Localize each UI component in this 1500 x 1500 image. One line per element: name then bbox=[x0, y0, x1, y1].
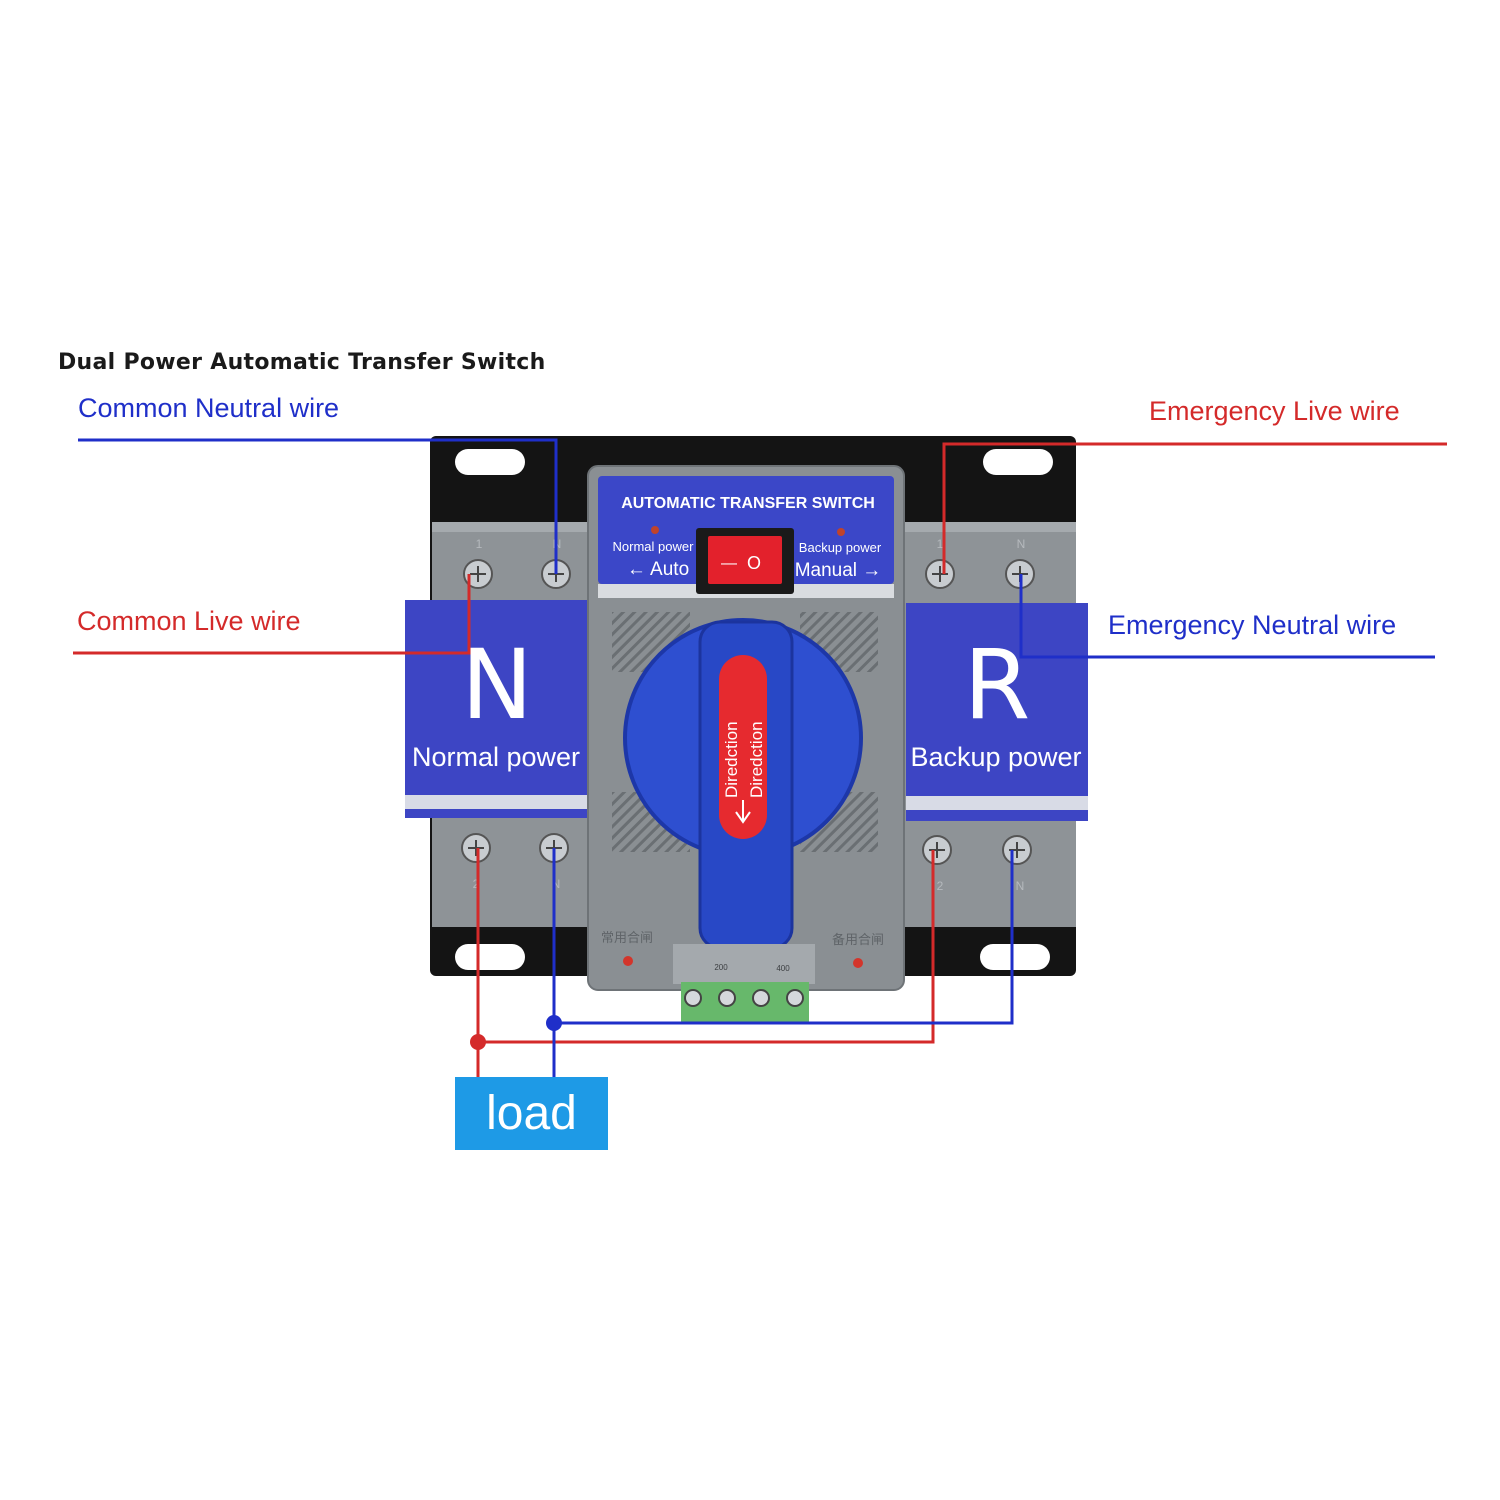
emergency-live-label: Emergency Live wire bbox=[1149, 396, 1400, 426]
terminal-label: N bbox=[552, 877, 561, 891]
common-neutral-label: Common Neutral wire bbox=[78, 393, 340, 423]
arrow-down-icon bbox=[735, 800, 751, 824]
auto-label: ← Auto bbox=[627, 559, 689, 580]
terminal-label: 2 bbox=[473, 877, 480, 891]
normal-power-text: Normal power bbox=[412, 742, 580, 772]
led-icon bbox=[623, 956, 633, 966]
normal-indicator-icon bbox=[651, 526, 659, 534]
handle-text-1: Diredction bbox=[722, 721, 741, 798]
led-icon bbox=[853, 958, 863, 968]
backup-indicator-icon bbox=[837, 528, 845, 536]
normal-letter: N bbox=[461, 629, 533, 741]
terminal-block-label: 400 bbox=[776, 964, 790, 973]
normal-power-module bbox=[405, 522, 590, 927]
terminal-label: N bbox=[1016, 879, 1025, 893]
wiring bbox=[73, 438, 1447, 1077]
load-box: load bbox=[455, 1077, 608, 1150]
rocker-off-label: O bbox=[747, 553, 761, 573]
chinese-label-left: 常用合闸 bbox=[601, 931, 653, 946]
center-housing bbox=[587, 465, 905, 1022]
backup-power-text: Backup power bbox=[910, 742, 1081, 772]
terminal-label: 1 bbox=[476, 537, 483, 551]
device-header: AUTOMATIC TRANSFER SWITCH bbox=[621, 495, 875, 512]
emergency-neutral-wire bbox=[1019, 574, 1435, 659]
backup-power-small: Backup power bbox=[799, 540, 882, 555]
chinese-label-right: 备用合闸 bbox=[832, 932, 884, 948]
common-neutral-wire bbox=[78, 438, 558, 574]
handle-text-2: Diredction bbox=[747, 721, 766, 798]
common-live-wire bbox=[73, 574, 471, 655]
emergency-neutral-label: Emergency Neutral wire bbox=[1108, 610, 1397, 640]
backup-letter: R bbox=[964, 629, 1031, 741]
common-live-label: Common Live wire bbox=[77, 606, 301, 636]
rocker-on-label: — bbox=[721, 555, 737, 572]
terminal-label: 1 bbox=[937, 537, 944, 551]
manual-label: Manual → bbox=[795, 560, 882, 581]
terminal-label: 2 bbox=[937, 879, 944, 893]
junction-dot-icon bbox=[546, 1015, 562, 1031]
emergency-live-wire bbox=[942, 442, 1447, 574]
normal-power-small: Normal power bbox=[613, 539, 695, 554]
terminal-block-label: 200 bbox=[714, 963, 728, 972]
junction-dot-icon bbox=[470, 1034, 486, 1050]
terminal-label: N bbox=[1017, 537, 1026, 551]
diagram-title: Dual Power Automatic Transfer Switch bbox=[58, 350, 546, 375]
